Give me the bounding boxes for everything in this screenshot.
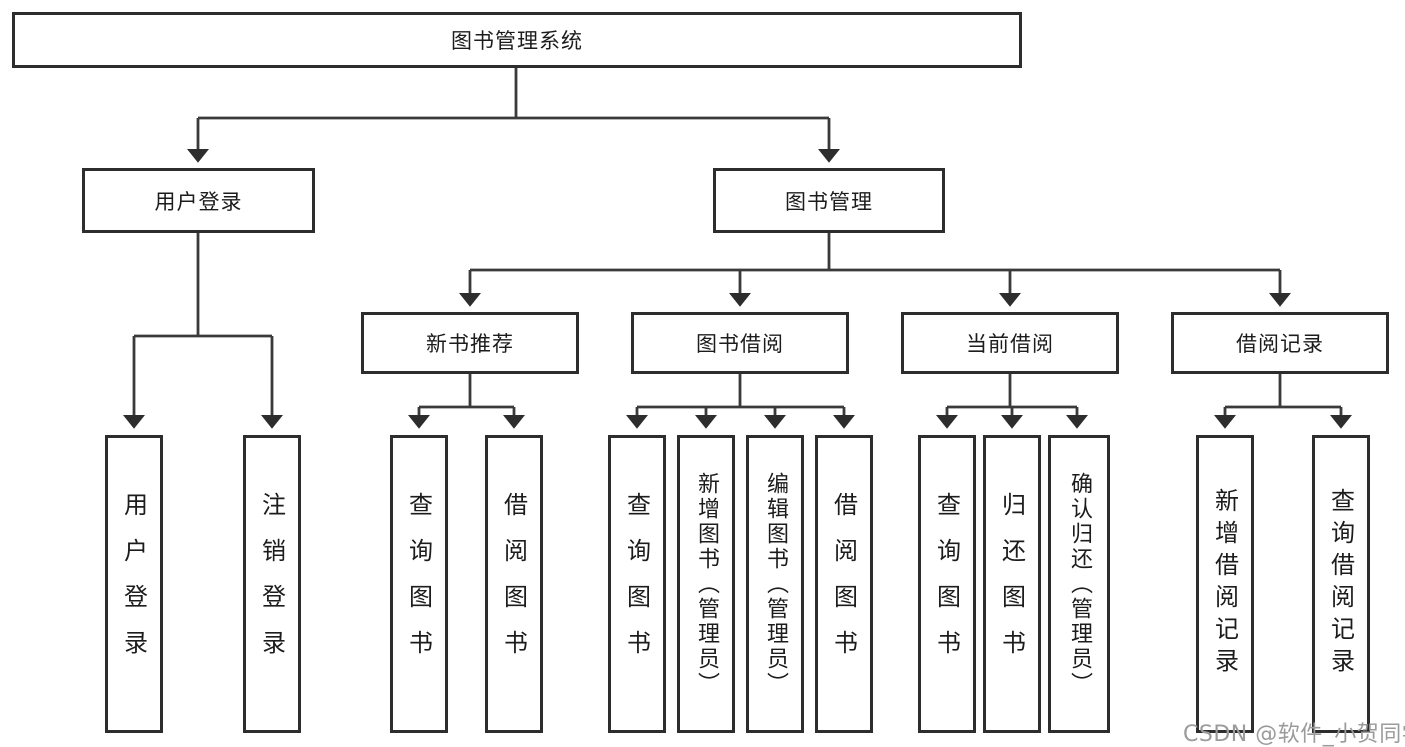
node-current-borrowing: 当前借阅: [901, 312, 1119, 374]
leaf-add-books-admin: 新增图书（管理员）: [677, 435, 735, 733]
leaf-add-borrow-record: 新增借阅记录: [1196, 435, 1254, 733]
node-book-management: 图书管理: [713, 168, 945, 233]
leaf-user-login: 用户登录: [105, 435, 163, 733]
node-borrowing-records: 借阅记录: [1171, 312, 1389, 374]
node-book-borrowing: 图书借阅: [631, 312, 849, 374]
leaf-edit-books-admin: 编辑图书（管理员）: [746, 435, 804, 733]
leaf-return-books: 归还图书: [983, 435, 1041, 733]
leaf-logout: 注销登录: [243, 435, 301, 733]
leaf-query-books-recommend: 查询图书: [390, 435, 448, 733]
leaf-borrow-books: 借阅图书: [815, 435, 873, 733]
leaf-confirm-return-admin: 确认归还（管理员）: [1048, 435, 1110, 733]
node-library-management-system: 图书管理系统: [12, 12, 1022, 68]
csdn-watermark: CSDN @软件_小贺同学: [1183, 722, 1405, 747]
leaf-query-books-borrowing: 查询图书: [608, 435, 666, 733]
leaf-query-books-current: 查询图书: [918, 435, 976, 733]
leaf-borrow-books-recommend: 借阅图书: [485, 435, 543, 733]
node-user-login: 用户登录: [82, 168, 315, 233]
leaf-query-borrow-record: 查询借阅记录: [1312, 435, 1370, 733]
node-new-book-recommendation: 新书推荐: [361, 312, 579, 374]
